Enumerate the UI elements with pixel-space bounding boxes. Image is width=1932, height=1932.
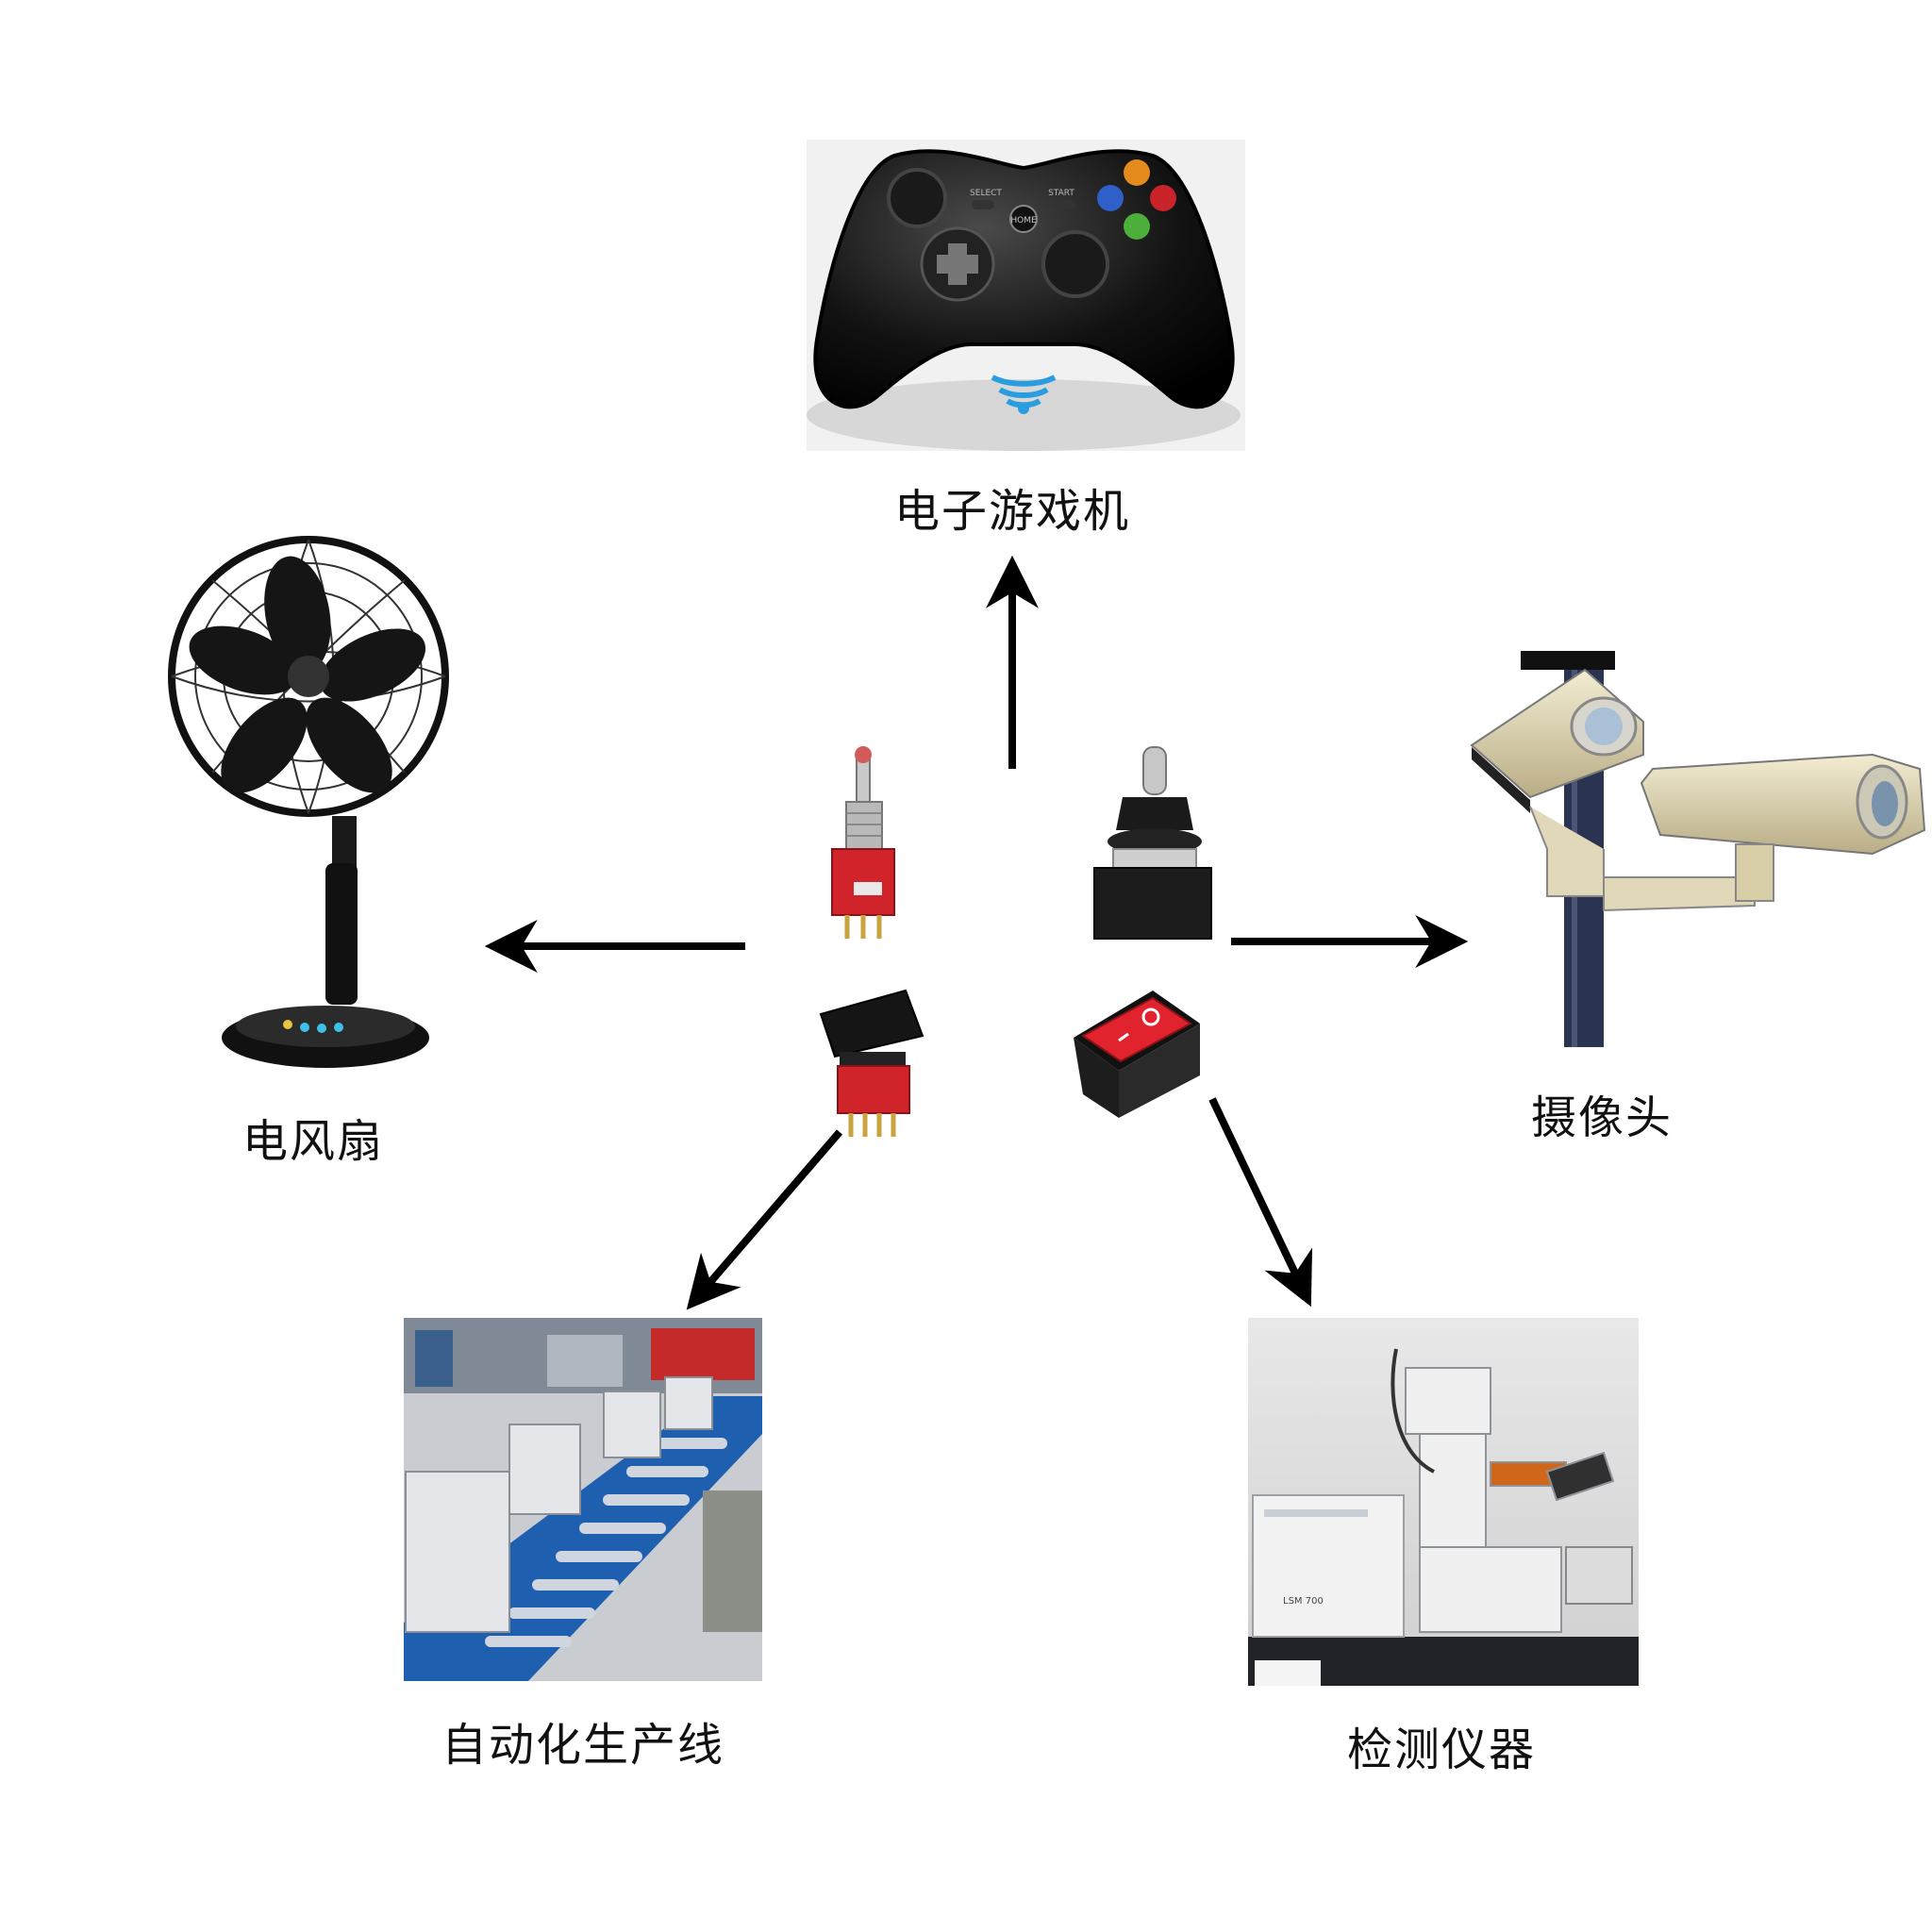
label-production-line: 自动化生产线 (441, 1719, 725, 1772)
machine-units-icon (405, 1376, 713, 1633)
start-label: START (1048, 189, 1074, 198)
camera-housing-right-icon (1640, 753, 1926, 856)
rocker-switch-small-icon (819, 989, 924, 1137)
production-line-image (404, 1318, 762, 1681)
arrows (484, 555, 1469, 1310)
label-game-controller: 电子游戏机 (893, 485, 1131, 538)
fan-control-lights-icon (283, 1020, 343, 1033)
right-stick-icon (1041, 230, 1109, 298)
label-instrument: 检测仪器 (1346, 1724, 1537, 1776)
lsm-label: LSM 700 (1283, 1596, 1324, 1607)
game-controller-image: HOME SELECT START (807, 140, 1245, 451)
rocker-switch-large-icon (1074, 991, 1200, 1118)
confocal-scanner-box-icon: LSM 700 (1252, 1494, 1405, 1638)
sealed-toggle-switch-icon (1093, 746, 1212, 940)
button-a-icon (1124, 213, 1150, 240)
button-y-icon (1124, 159, 1150, 186)
arrow-to-production-line (686, 1129, 843, 1310)
button-x-icon (1097, 185, 1124, 211)
home-button-icon (1009, 205, 1038, 233)
wireless-icon (991, 375, 1057, 414)
electric-fan-image (168, 536, 449, 1068)
label-camera: 摄像头 (1530, 1091, 1674, 1144)
label-electric-fan: 电风扇 (242, 1115, 385, 1168)
fan-blades-icon (189, 556, 426, 793)
mini-toggle-switch-icon (831, 746, 895, 939)
select-label: SELECT (970, 189, 1002, 198)
fan-pole (325, 863, 358, 1005)
arrow-to-instrument (1208, 1097, 1313, 1307)
left-stick-icon (887, 168, 947, 228)
camera-housing-left-icon (1470, 668, 1644, 813)
button-b-icon (1150, 185, 1176, 211)
microscope-icon (1405, 1367, 1615, 1633)
home-label: HOME (1010, 216, 1037, 225)
instrument-image: LSM 700 (1248, 1318, 1639, 1686)
security-camera-image (1470, 651, 1926, 1047)
